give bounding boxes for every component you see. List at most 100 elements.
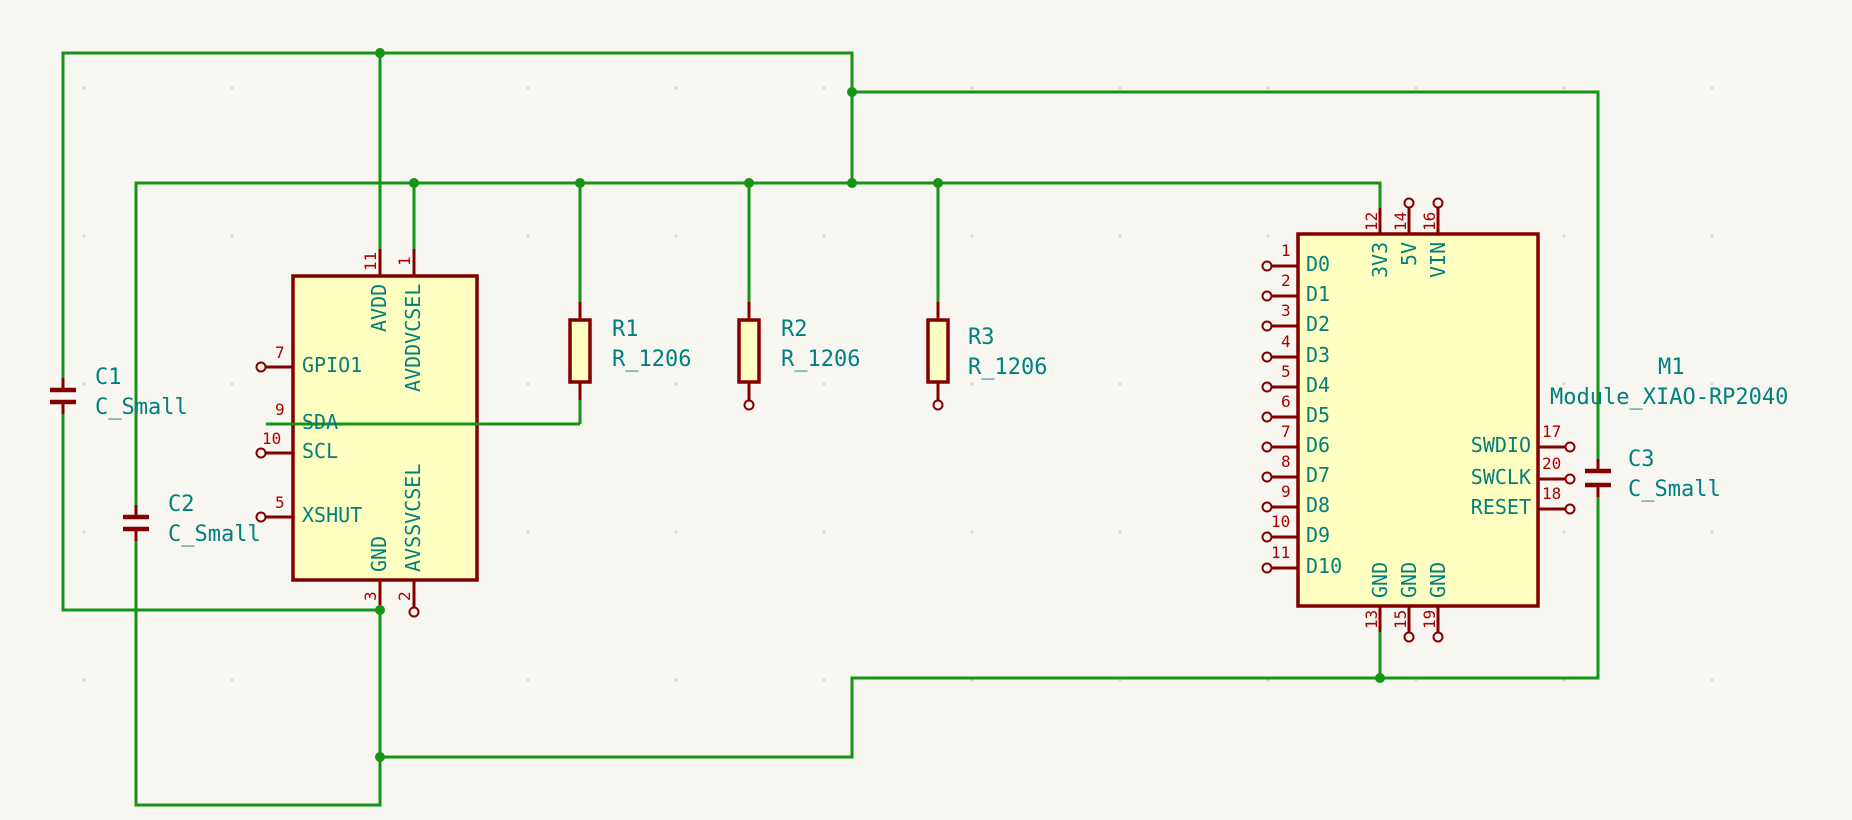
module-ref[interactable]: M1 — [1658, 355, 1685, 380]
pin-number: 9 — [275, 400, 285, 419]
pin-number: 2 — [395, 591, 414, 601]
pin-number: 13 — [1362, 609, 1381, 629]
pin-name-d6: D6 — [1306, 433, 1331, 457]
pin-number: 3 — [361, 591, 380, 601]
sensor-body[interactable] — [291, 274, 479, 582]
junction-dot[interactable] — [375, 605, 385, 615]
module-value[interactable]: Module_XIAO-RP2040 — [1550, 385, 1789, 410]
junction-dot[interactable] — [1375, 673, 1385, 683]
resistor-r1-body[interactable] — [568, 318, 592, 384]
pin-name-d4: D4 — [1306, 373, 1331, 397]
pin-name-gnd: GND — [367, 535, 391, 572]
pin-name-gnd: GND — [1368, 561, 1392, 598]
pin-number: 7 — [275, 343, 285, 362]
wire-gnd-bottom-run[interactable] — [380, 497, 1600, 759]
unconnected-pin-circle — [743, 399, 755, 411]
resistor-value[interactable]: R_1206 — [968, 355, 1048, 380]
resistor-r3-body[interactable] — [926, 318, 950, 384]
pin-number: 18 — [1542, 484, 1562, 503]
pin-name-avssvcsel: AVSSVCSEL — [401, 463, 425, 572]
junction-dot[interactable] — [847, 178, 857, 188]
pin-name-sda: SDA — [302, 410, 339, 434]
unconnected-pin-circle — [255, 511, 267, 523]
pin-name-gnd: GND — [1426, 561, 1450, 598]
unconnected-pin-circle — [1261, 411, 1273, 423]
pin-name-d10: D10 — [1306, 554, 1343, 578]
pin-number: 5 — [1281, 362, 1291, 381]
wire-3v3-top-loop[interactable] — [61, 51, 854, 378]
pin-number: 1 — [395, 256, 414, 266]
junction-dot[interactable] — [744, 178, 754, 188]
capacitor-value[interactable]: C_Small — [168, 522, 261, 547]
pin-number: 5 — [275, 493, 285, 512]
pin-name-swclk: SWCLK — [1470, 465, 1531, 489]
capacitor-value[interactable]: C_Small — [95, 395, 188, 420]
unconnected-pin-circle — [1403, 197, 1415, 209]
junction-dot[interactable] — [375, 752, 385, 762]
pin-number: 19 — [1420, 609, 1439, 629]
pin-number: 10 — [262, 429, 282, 448]
pin-number: 6 — [1281, 392, 1291, 411]
capacitor-ref[interactable]: C3 — [1628, 447, 1655, 472]
unconnected-pin-circle — [1564, 441, 1576, 453]
unconnected-pin-circle — [1261, 260, 1273, 272]
pin-name-reset: RESET — [1470, 495, 1531, 519]
unconnected-pin-circle — [1564, 473, 1576, 485]
pin-name-d0: D0 — [1306, 252, 1331, 276]
pin-name-avdd: AVDD — [367, 283, 391, 332]
pin-number: 14 — [1391, 211, 1410, 231]
pin-number: 2 — [1281, 271, 1291, 290]
unconnected-pin-circle — [1564, 503, 1576, 515]
unconnected-pin-circle — [1432, 197, 1444, 209]
resistor-ref[interactable]: R2 — [781, 317, 808, 342]
unconnected-pin-circle — [1261, 441, 1273, 453]
pin-number: 8 — [1281, 452, 1291, 471]
capacitor-ref[interactable]: C2 — [168, 492, 195, 517]
pin-number: 16 — [1420, 211, 1439, 231]
junction-dot[interactable] — [847, 87, 857, 97]
pin-name-d1: D1 — [1306, 282, 1331, 306]
wire-3v3-rail[interactable] — [134, 181, 1382, 505]
pin-number: 10 — [1271, 512, 1291, 531]
capacitor-ref[interactable]: C1 — [95, 365, 122, 390]
unconnected-pin-circle — [932, 399, 944, 411]
resistor-value[interactable]: R_1206 — [612, 347, 692, 372]
unconnected-pin-circle — [255, 447, 267, 459]
wire-gnd-left-loop[interactable] — [134, 541, 382, 807]
pin-number: 4 — [1281, 332, 1291, 351]
pin-name-d7: D7 — [1306, 463, 1331, 487]
wire-gnd-c1[interactable] — [61, 414, 380, 612]
unconnected-pin-circle — [1261, 290, 1273, 302]
pin-name-vin: VIN — [1426, 241, 1450, 278]
pin-name-3v3: 3V3 — [1368, 241, 1392, 278]
junction-dot[interactable] — [933, 178, 943, 188]
resistor-r2-body[interactable] — [737, 318, 761, 384]
wire-3v3-right-branch[interactable] — [852, 90, 1600, 459]
pin-name-swdio: SWDIO — [1470, 433, 1531, 457]
pin-number: 11 — [1271, 543, 1291, 562]
unconnected-pin-circle — [1261, 471, 1273, 483]
unconnected-pin-circle — [1261, 320, 1273, 332]
junction-dot[interactable] — [375, 48, 385, 58]
pin-name-d9: D9 — [1306, 523, 1331, 547]
pin-number: 17 — [1542, 422, 1562, 441]
pin-name-gpio1: GPIO1 — [302, 353, 363, 377]
module-body[interactable] — [1296, 232, 1540, 608]
capacitor-value[interactable]: C_Small — [1628, 477, 1721, 502]
pin-name-5v: 5V — [1397, 241, 1421, 266]
pin-number: 1 — [1281, 241, 1291, 260]
resistor-ref[interactable]: R3 — [968, 325, 995, 350]
pin-number: 7 — [1281, 422, 1291, 441]
resistor-ref[interactable]: R1 — [612, 317, 639, 342]
pin-name-avddvcsel: AVDDVCSEL — [401, 283, 425, 392]
unconnected-pin-circle — [1261, 381, 1273, 393]
pin-name-gnd: GND — [1397, 561, 1421, 598]
junction-dot[interactable] — [575, 178, 585, 188]
resistor-value[interactable]: R_1206 — [781, 347, 861, 372]
unconnected-pin-circle — [1261, 351, 1273, 363]
junction-dot[interactable] — [409, 178, 419, 188]
pin-name-xshut: XSHUT — [302, 503, 363, 527]
unconnected-pin-circle — [255, 361, 267, 373]
unconnected-pin-circle — [1261, 531, 1273, 543]
